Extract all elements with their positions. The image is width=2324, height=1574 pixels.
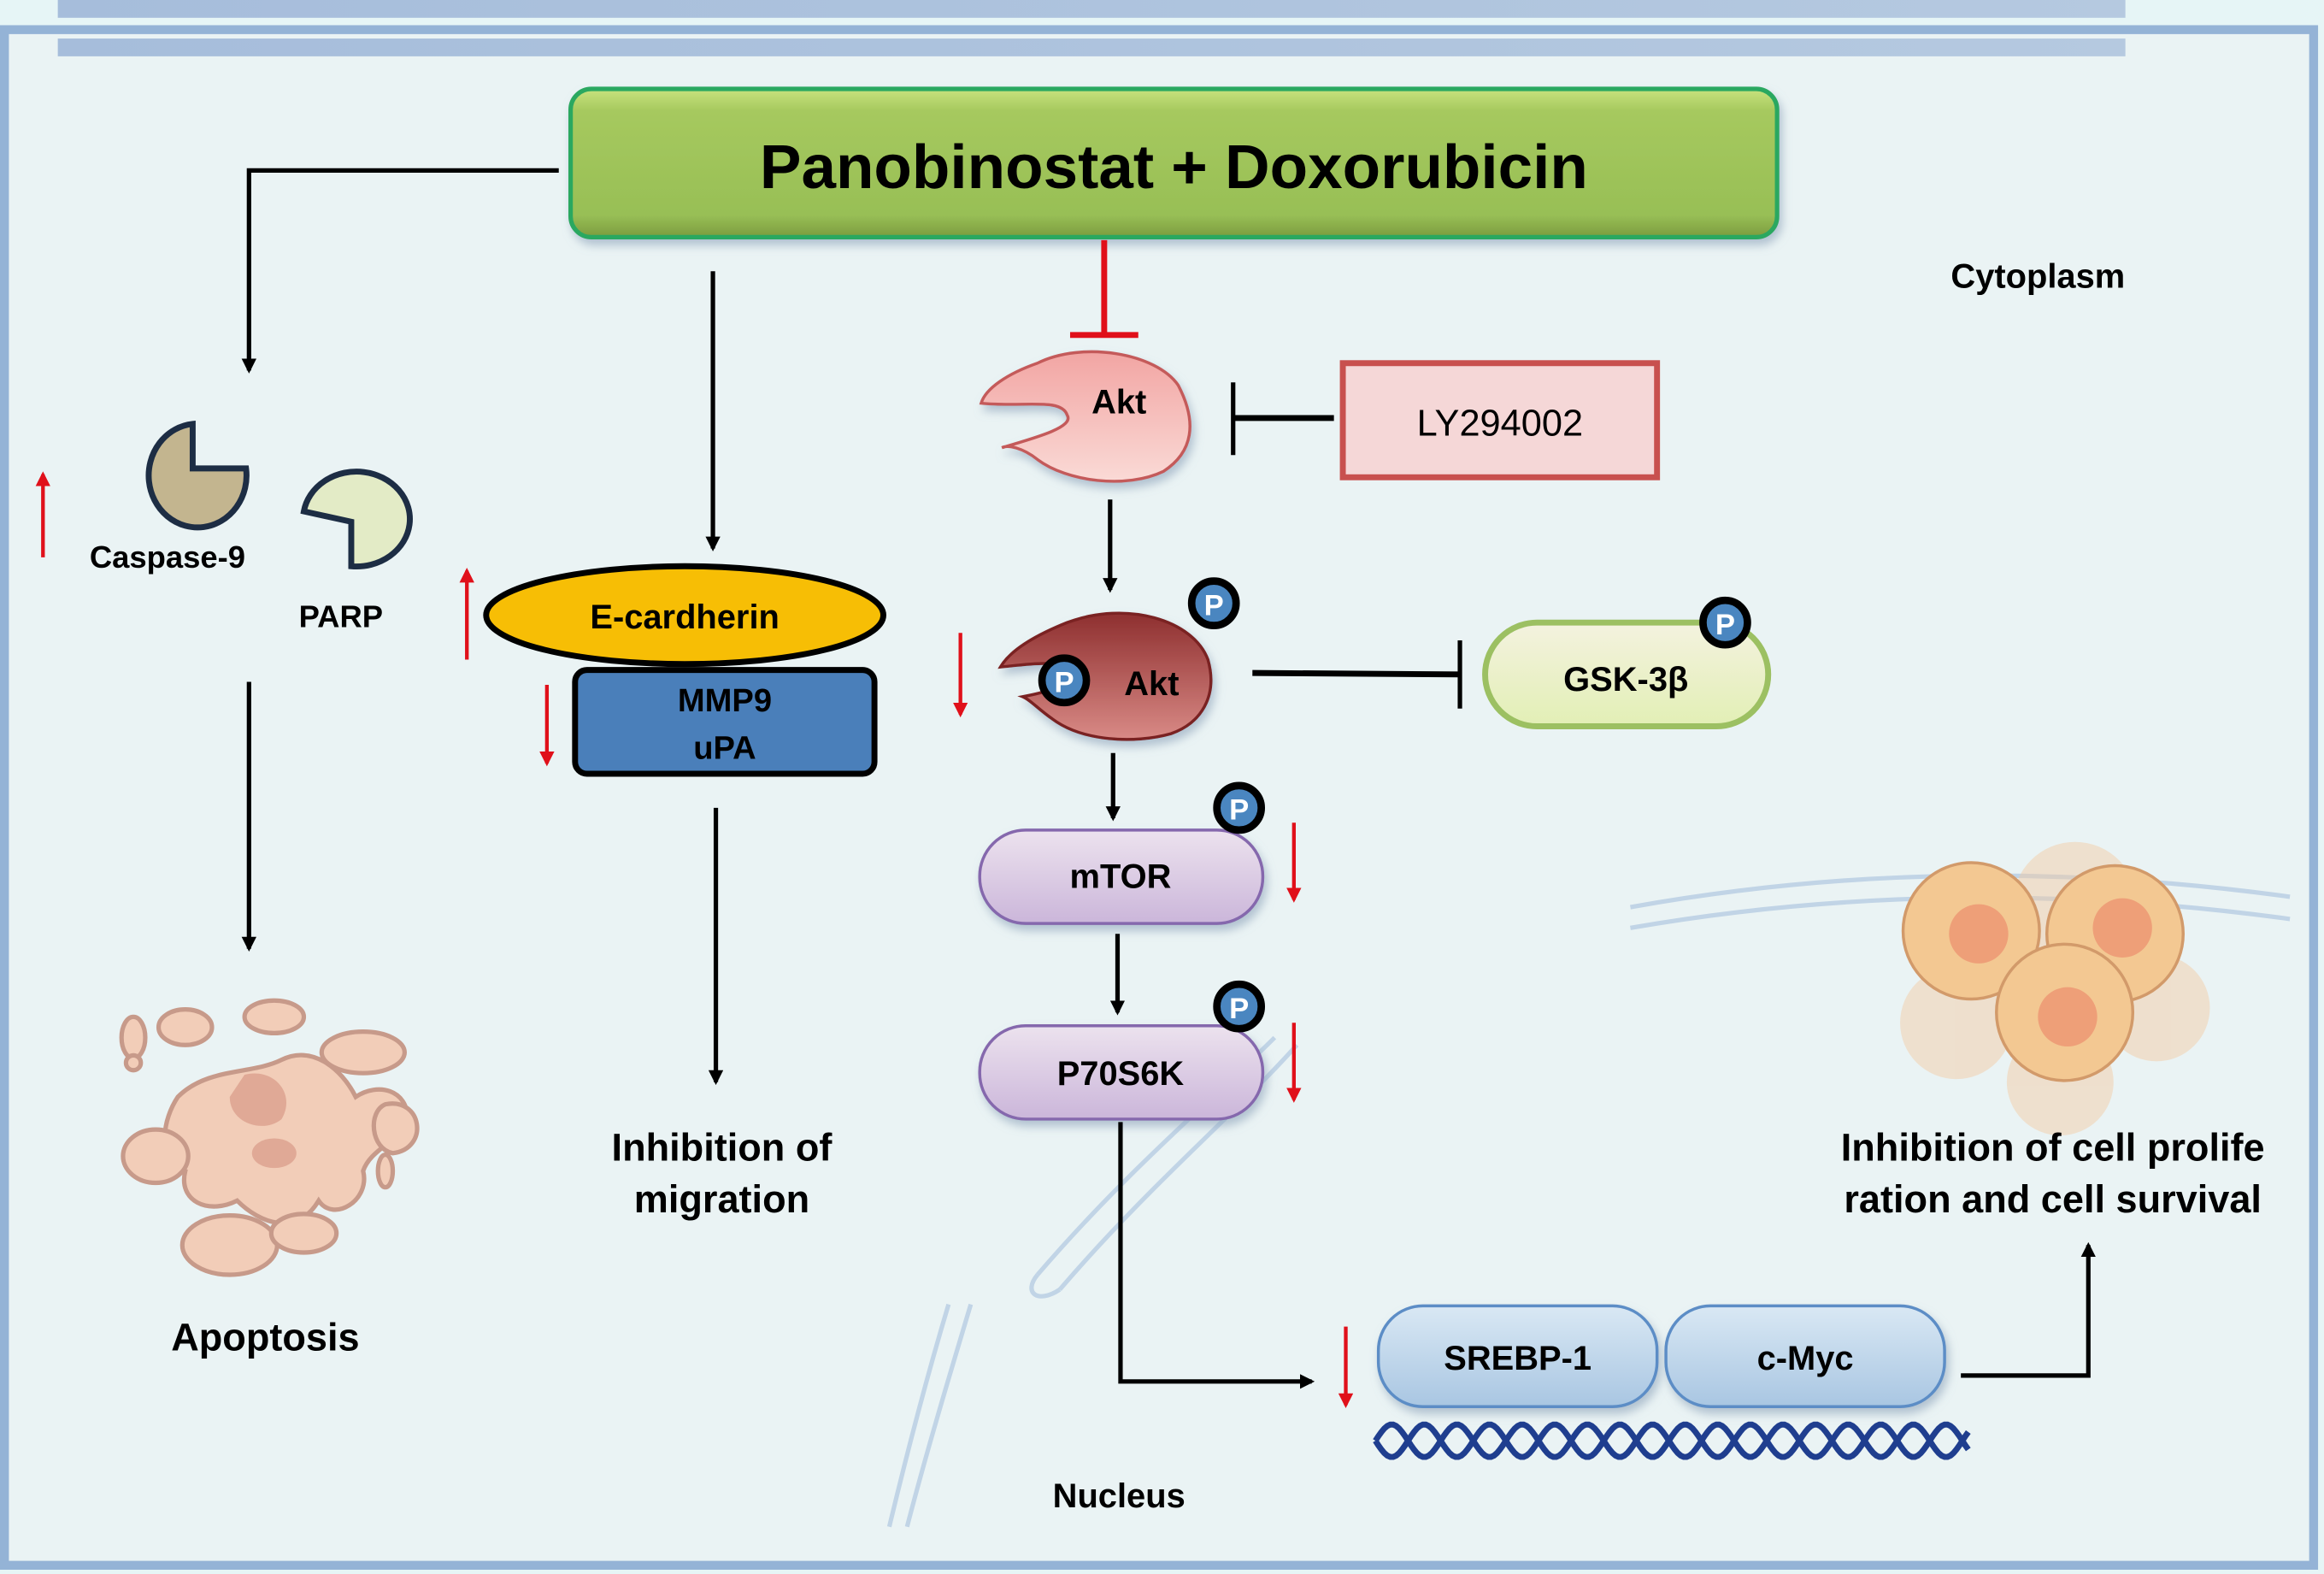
gsk3b-protein[interactable]: GSK-3β [1482,619,1772,729]
phospho-group-icon: P [1213,781,1266,834]
drug-inhibits-akt [1069,239,1138,339]
inner-band [57,38,2126,56]
akt-protein[interactable]: Akt [979,350,1191,483]
apoptotic-cell-icon [119,998,420,1277]
phospho-group-icon: P [1038,654,1091,707]
ly294002-label: LY294002 [1417,404,1583,445]
srebp1-label: SREBP-1 [1444,1340,1591,1377]
p70s6k-protein[interactable]: P70S6K [978,1023,1265,1121]
svg-text:P: P [1054,667,1074,699]
dna-helix-icon [1373,1421,1971,1460]
parp-protein[interactable] [300,469,413,570]
cytoplasm-label: Cytoplasm [1950,257,2125,295]
p70s6k-label: P70S6K [1057,1055,1185,1093]
apoptosis-label: Apoptosis [171,1315,359,1359]
drug-combination-box[interactable]: Panobinostat + Doxorubicin [568,86,1780,239]
gsk3b-label: GSK-3β [1563,661,1688,699]
migration-label-line2: migration [634,1177,809,1221]
cell-frame [0,25,2319,1570]
phospho-group-icon: P [1699,596,1751,649]
pakt-inhibits-gsk3b [1252,640,1462,709]
migration-label-line1: Inhibition of [612,1125,833,1169]
phospho-akt-label: Akt [1124,665,1179,703]
nucleus-label: Nucleus [1053,1477,1186,1515]
mmp9-upa-node[interactable]: MMP9 uPA [572,667,878,777]
mmp9-label: MMP9 [678,682,772,719]
ly294002-inhibitor-box[interactable]: LY294002 [1339,360,1661,480]
cancer-cell-cluster-icon [1900,841,2210,1136]
caspase9-protein[interactable] [145,420,250,531]
caspase9-label: Caspase-9 [90,539,245,575]
ly294002-inhibits-akt [1231,382,1334,456]
akt-label: Akt [1091,384,1146,422]
p70s6k-to-nucleus-arrow [1118,1122,1315,1389]
parp-label: PARP [299,598,383,634]
svg-text:P: P [1229,993,1249,1025]
phospho-group-icon: P [1213,980,1266,1033]
cmyc-label: c-Myc [1757,1340,1854,1377]
phospho-akt-protein[interactable]: Akt [997,611,1213,741]
phospho-group-icon: P [1187,577,1240,629]
cmyc-protein[interactable]: c-Myc [1664,1304,1946,1409]
svg-text:P: P [1204,589,1224,622]
ecadherin-node[interactable]: E-cardherin [483,563,886,668]
svg-text:P: P [1229,794,1249,827]
drug-combination-title: Panobinostat + Doxorubicin [760,133,1588,202]
to-proliferation-arrow [1961,1241,2096,1378]
upa-label: uPA [693,730,756,767]
proliferation-label-line1: Inhibition of cell prolife [1841,1125,2265,1169]
mtor-label: mTOR [1070,858,1172,895]
proliferation-label-line2: ration and cell survival [1844,1177,2262,1221]
svg-text:P: P [1715,609,1735,641]
ecadherin-label: E-cardherin [590,598,780,636]
srebp1-protein[interactable]: SREBP-1 [1376,1304,1659,1409]
mtor-protein[interactable]: mTOR [978,828,1265,925]
top-band [57,0,2126,18]
apoptosis-branch-arrow [241,168,559,374]
